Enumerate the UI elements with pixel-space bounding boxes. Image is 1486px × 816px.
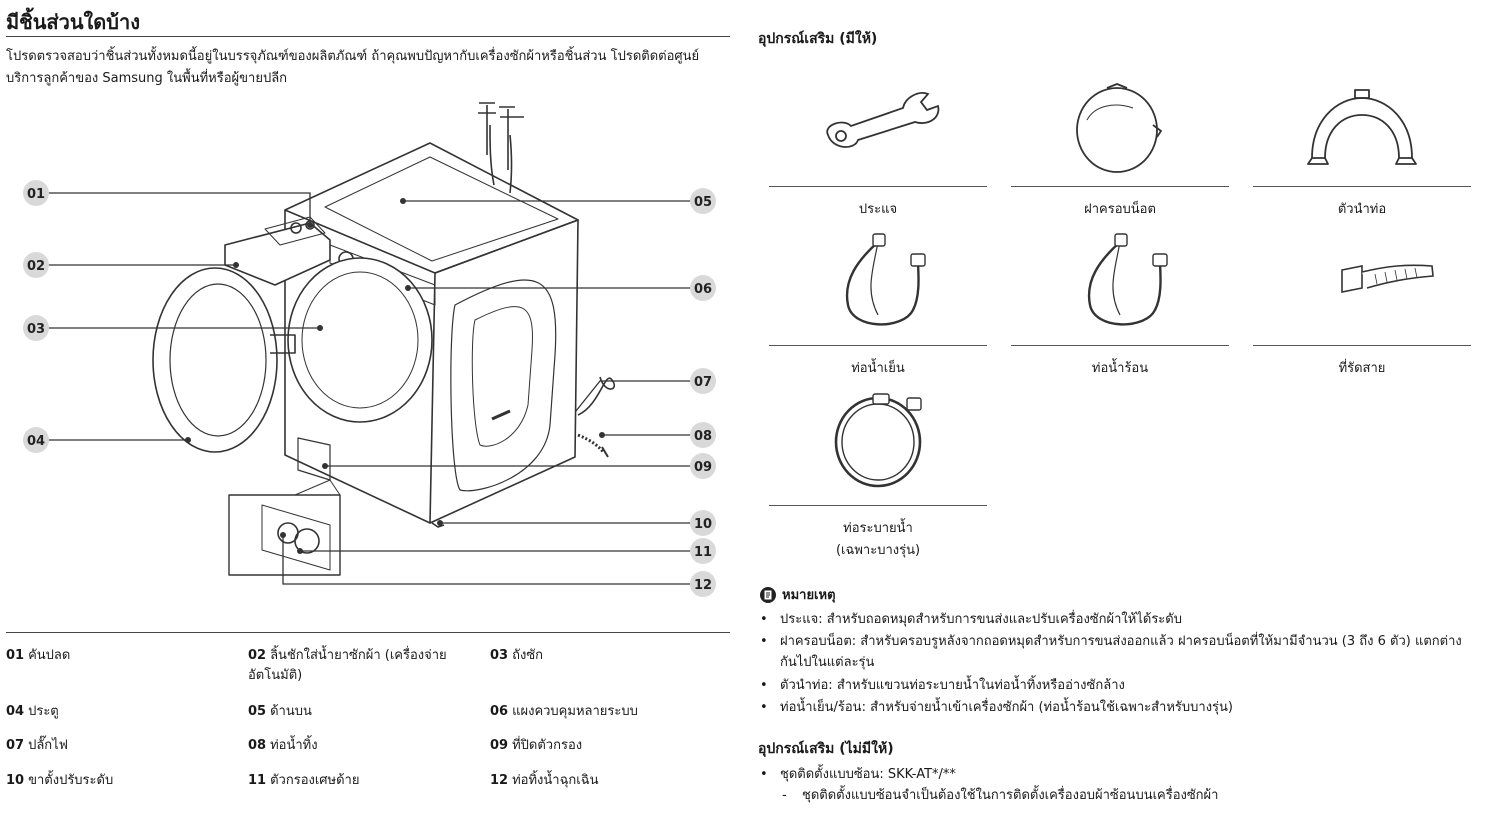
not-included-subitem: ชุดติดตั้งแบบซ้อนจำเป็นต้องใช้ในการติดตั…	[780, 785, 1470, 806]
accessory-drain-hose: ท่อระบายน้ำ (เฉพาะบางรุ่น)	[769, 390, 987, 565]
drain-hose-icon	[834, 393, 922, 488]
cable-tie-icon	[1341, 264, 1434, 293]
accessory-label: ตัวนำท่อ	[1337, 202, 1387, 217]
accessory-cold-hose: ท่อน้ำเย็น	[769, 230, 987, 380]
accessory-label: ที่รัดสาย	[1338, 361, 1386, 376]
not-included-title: อุปกรณ์เสริม (ไม่มีให้)	[758, 741, 894, 757]
callout-06: 06	[690, 275, 716, 301]
hose-guide-icon	[1307, 89, 1417, 165]
callout-10: 10	[690, 510, 716, 536]
svg-text:08: 08	[694, 429, 712, 444]
hot-hose-icon	[1087, 233, 1168, 326]
accessory-label: ฝาครอบน็อต	[1084, 202, 1156, 217]
note-heading: หมายเหตุ	[760, 584, 836, 605]
page-title: มีชิ้นส่วนใดบ้าง	[6, 10, 140, 34]
note-item: ตัวนำท่อ: สำหรับแขวนท่อระบายน้ำในท่อน้ำท…	[760, 675, 1470, 696]
accessories-title: อุปกรณ์เสริม (มีให้)	[758, 31, 878, 47]
svg-text:01: 01	[27, 187, 45, 202]
accessory-label: ท่อน้ำร้อน	[1091, 361, 1149, 376]
intro-text: โปรดตรวจสอบว่าชิ้นส่วนทั้งหมดนี้อยู่ในบร…	[6, 49, 700, 86]
accessory-label: ประแจ	[858, 202, 898, 217]
title-divider	[6, 36, 730, 37]
callout-08: 08	[690, 422, 716, 448]
callout-02: 02	[23, 252, 49, 278]
cold-hose-icon	[845, 233, 926, 326]
spanner-icon	[826, 92, 940, 148]
svg-text:05: 05	[694, 195, 712, 210]
accessory-spanner: ประแจ	[769, 80, 987, 225]
callout-09: 09	[690, 453, 716, 479]
accessory-hot-hose: ท่อน้ำร้อน	[1011, 230, 1229, 380]
bolt-cap-icon	[1076, 83, 1163, 173]
accessory-bolt-cap: ฝาครอบน็อต	[1011, 80, 1229, 225]
svg-text:09: 09	[694, 460, 712, 475]
accessory-cable-tie: ที่รัดสาย	[1253, 230, 1471, 380]
callout-03: 03	[23, 315, 49, 341]
accessory-label: ท่อน้ำเย็น	[851, 361, 905, 376]
svg-text:03: 03	[27, 322, 45, 337]
svg-text:12: 12	[694, 578, 712, 593]
callout-01: 01	[23, 180, 49, 206]
svg-text:06: 06	[694, 282, 712, 297]
note-icon	[760, 586, 776, 603]
svg-text:04: 04	[27, 434, 45, 449]
accessory-label-note: (เฉพาะบางรุ่น)	[835, 543, 921, 558]
parts-divider	[6, 632, 730, 633]
callout-11: 11	[690, 538, 716, 564]
svg-text:02: 02	[27, 259, 45, 274]
accessory-label: ท่อระบายน้ำ	[843, 521, 913, 536]
note-item: ประแจ: สำหรับถอดหมุดสำหรับการขนส่งและปรั…	[760, 609, 1470, 630]
callout-12: 12	[690, 571, 716, 597]
callout-04: 04	[23, 427, 49, 453]
not-included-item: ชุดติดตั้งแบบซ้อน: SKK-AT*/**	[760, 764, 1460, 785]
washer-diagram: 01 02 03 04 05 06 07 08 09 10 11 12	[23, 102, 716, 597]
note-item: ฝาครอบน็อต: สำหรับครอบรูหลังจากถอดหมุดสำ…	[760, 631, 1470, 673]
svg-text:07: 07	[694, 375, 712, 390]
svg-text:11: 11	[694, 545, 712, 560]
accessory-hose-guide: ตัวนำท่อ	[1253, 80, 1471, 225]
callout-05: 05	[690, 188, 716, 214]
note-item: ท่อน้ำเย็น/ร้อน: สำหรับจ่ายน้ำเข้าเครื่อ…	[760, 697, 1470, 718]
svg-text:10: 10	[694, 517, 712, 532]
callout-07: 07	[690, 368, 716, 394]
